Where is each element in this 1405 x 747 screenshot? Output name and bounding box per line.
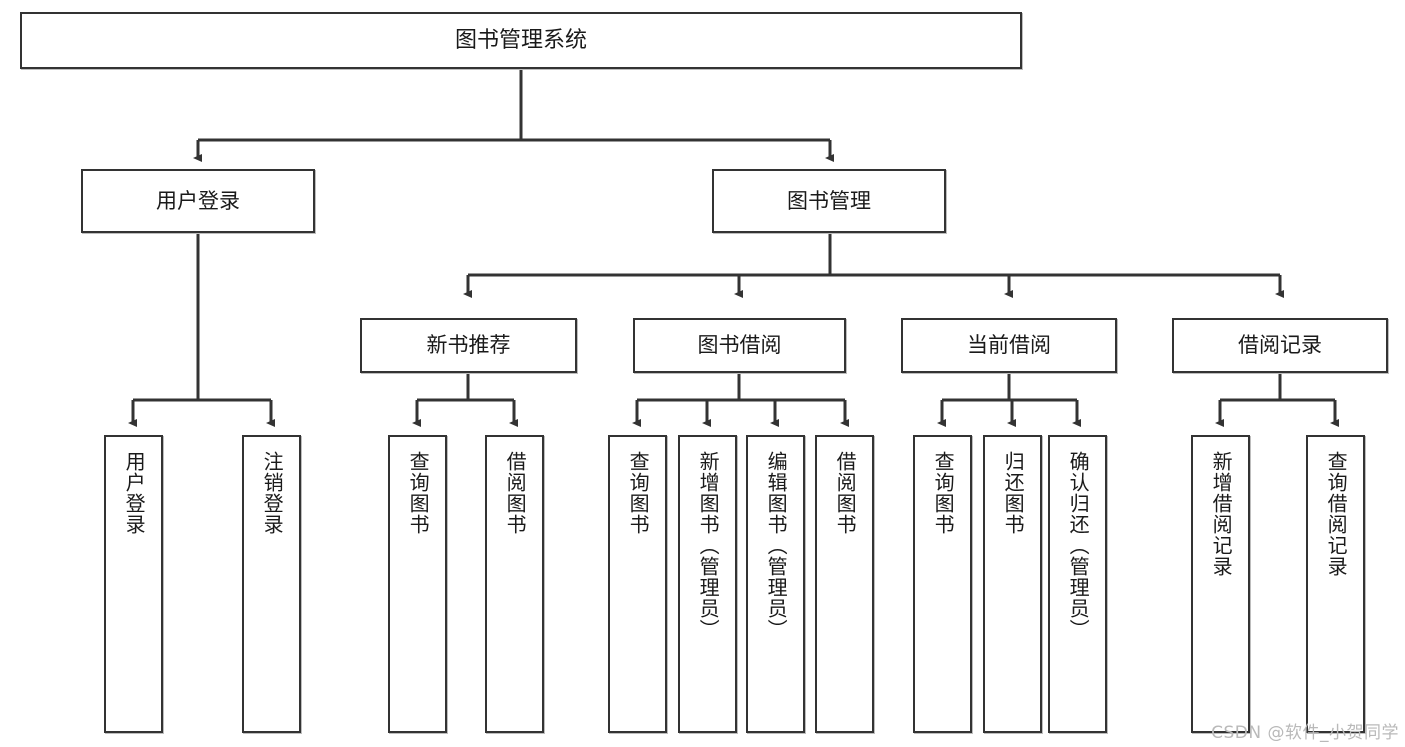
leaf-user-login[interactable]: 用户登录 <box>104 435 163 733</box>
leaf-add-book-admin[interactable]: 新增图书（管理员） <box>678 435 737 733</box>
node-label: 用户登录 <box>156 188 240 213</box>
node-borrow-record[interactable]: 借阅记录 <box>1172 318 1388 373</box>
node-label: 查询图书 <box>626 451 651 535</box>
node-new-book-recommend[interactable]: 新书推荐 <box>360 318 577 373</box>
node-label: 借阅图书 <box>503 451 528 535</box>
node-label: 归还图书 <box>1001 451 1026 535</box>
node-label: 查询借阅记录 <box>1324 451 1349 577</box>
leaf-confirm-return-admin[interactable]: 确认归还（管理员） <box>1048 435 1107 733</box>
leaf-logout[interactable]: 注销登录 <box>242 435 301 733</box>
node-label: 查询图书 <box>931 451 956 535</box>
node-label: 用户登录 <box>122 451 147 535</box>
node-label: 借阅图书 <box>833 451 858 535</box>
node-label: 新增图书（管理员） <box>696 451 721 640</box>
node-root-system[interactable]: 图书管理系统 <box>20 12 1022 69</box>
node-label: 新增借阅记录 <box>1209 451 1234 577</box>
leaf-borrow-book-recommend[interactable]: 借阅图书 <box>485 435 544 733</box>
leaf-edit-book-admin[interactable]: 编辑图书（管理员） <box>746 435 805 733</box>
node-current-borrow[interactable]: 当前借阅 <box>901 318 1117 373</box>
leaf-query-borrow-record[interactable]: 查询借阅记录 <box>1306 435 1365 733</box>
watermark-text: CSDN @软件_小贺同学 <box>1211 723 1399 743</box>
node-label: 编辑图书（管理员） <box>764 451 789 640</box>
leaf-query-book-recommend[interactable]: 查询图书 <box>388 435 447 733</box>
leaf-return-book[interactable]: 归还图书 <box>983 435 1042 733</box>
node-label: 查询图书 <box>406 451 431 535</box>
node-label: 注销登录 <box>260 451 285 535</box>
leaf-query-book-borrow[interactable]: 查询图书 <box>608 435 667 733</box>
node-label: 新书推荐 <box>426 333 511 358</box>
node-label: 确认归还（管理员） <box>1066 451 1091 640</box>
node-label: 图书管理系统 <box>454 27 587 53</box>
leaf-borrow-book[interactable]: 借阅图书 <box>815 435 874 733</box>
node-book-management[interactable]: 图书管理 <box>712 169 946 233</box>
node-user-login[interactable]: 用户登录 <box>81 169 315 233</box>
leaf-add-borrow-record[interactable]: 新增借阅记录 <box>1191 435 1250 733</box>
node-label: 图书管理 <box>787 188 871 213</box>
leaf-query-book-current[interactable]: 查询图书 <box>913 435 972 733</box>
node-label: 当前借阅 <box>967 333 1051 358</box>
node-book-borrow[interactable]: 图书借阅 <box>633 318 846 373</box>
node-label: 借阅记录 <box>1238 333 1322 358</box>
node-label: 图书借阅 <box>697 333 782 358</box>
